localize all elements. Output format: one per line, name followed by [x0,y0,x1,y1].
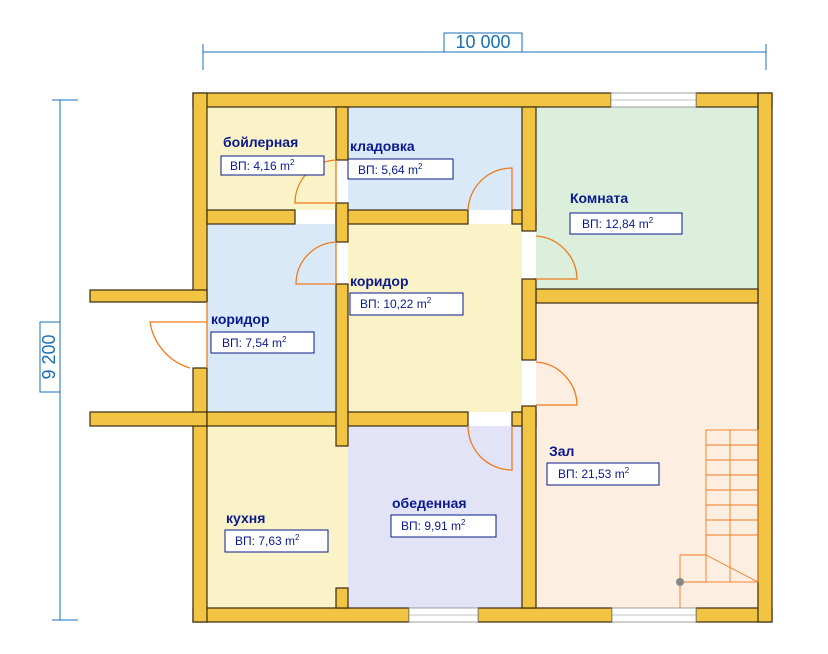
area-box [220,155,325,176]
room-name: коридор [211,311,270,327]
area-box [349,292,464,316]
room-fill-corridor-left [207,224,336,412]
staircase [676,429,759,608]
area-box [210,331,315,354]
area-label: ВП: 10,22 m2 [360,296,432,311]
room-name: коридор [350,273,409,289]
area-label: ВП: 21,53 m2 [558,466,630,481]
room-label-hall: Зал ВП: 21,53 m2 [546,443,660,486]
room-name: кухня [226,510,265,526]
room-name: кладовка [350,138,415,154]
room-label-room: Комната ВП: 12,84 m2 [569,190,683,235]
area-box [347,158,454,180]
area-box [224,529,329,553]
room-name: Зал [549,443,574,459]
room-label-corridor-center: коридор ВП: 10,22 m2 [349,273,464,316]
room-fill-hall [536,303,758,608]
room-fill-kitchen [207,426,348,608]
dimension-width: 10 000 [202,32,767,70]
room-label-corridor-left: коридор ВП: 7,54 m2 [210,311,315,354]
walls [89,92,773,623]
dimension-height-label: 9 200 [39,334,59,379]
area-label: ВП: 9,91 m2 [401,518,466,533]
windows [408,92,697,623]
room-label-kitchen: кухня ВП: 7,63 m2 [224,510,329,553]
room-fill-corridor-center [348,224,522,412]
dimension-width-label: 10 000 [455,32,510,52]
room-name: обеденная [392,495,467,511]
area-box [569,212,683,235]
area-box [390,514,497,538]
room-name: бойлерная [223,134,298,150]
room-label-dining: обеденная ВП: 9,91 m2 [390,495,497,538]
room-label-storage: кладовка ВП: 5,64 m2 [347,138,454,180]
room-label-boiler: бойлерная ВП: 4,16 m2 [220,134,325,176]
dimension-height: 9 200 [39,99,78,621]
area-box [546,462,660,486]
area-label: ВП: 12,84 m2 [582,216,654,231]
doors [149,159,578,471]
area-label: ВП: 4,16 m2 [230,158,295,173]
area-label: ВП: 5,64 m2 [358,162,423,177]
area-label: ВП: 7,63 m2 [235,533,300,548]
area-label: ВП: 7,54 m2 [222,335,287,350]
room-fill-room [536,107,758,289]
room-name: Комната [570,190,628,206]
